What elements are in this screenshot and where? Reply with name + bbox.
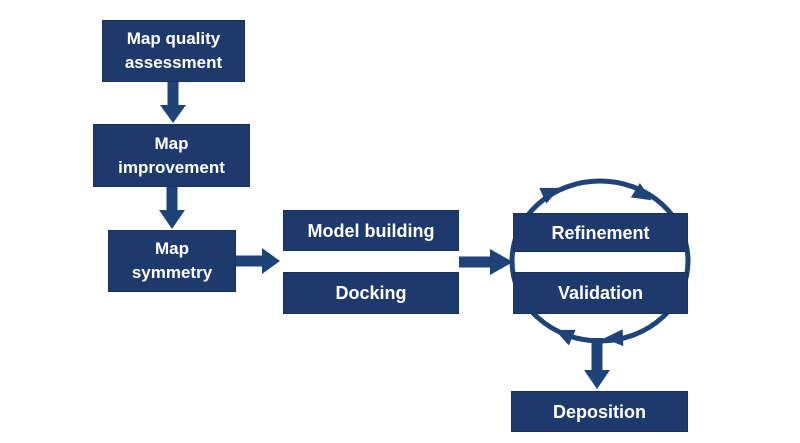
node-map-symmetry: Map symmetry (108, 230, 236, 292)
arrow-cycle-to-deposition (584, 338, 610, 389)
node-deposition: Deposition (511, 391, 688, 432)
cycle-arrowhead-top-right-icon (630, 183, 652, 201)
cycle-arrowhead-bottom-left-icon (554, 329, 576, 346)
node-map-improvement: Map improvement (93, 124, 250, 187)
node-map-quality-assessment: Map quality assessment (102, 20, 245, 82)
arrow-symmetry-to-building (236, 248, 280, 274)
arrow-building-to-refinement (459, 249, 513, 275)
arrow-improvement-to-symmetry (159, 187, 185, 229)
node-docking: Docking (283, 272, 459, 314)
cycle-ellipse (509, 178, 691, 344)
node-model-building: Model building (283, 210, 459, 251)
node-validation: Validation (513, 272, 688, 314)
arrow-quality-to-improvement (160, 82, 186, 123)
refinement-validation-cycle-icon (509, 178, 691, 347)
node-refinement: Refinement (513, 213, 688, 252)
cycle-arrowhead-top-left-icon (539, 187, 561, 204)
cycle-arrowhead-bottom-right-icon (604, 329, 624, 347)
